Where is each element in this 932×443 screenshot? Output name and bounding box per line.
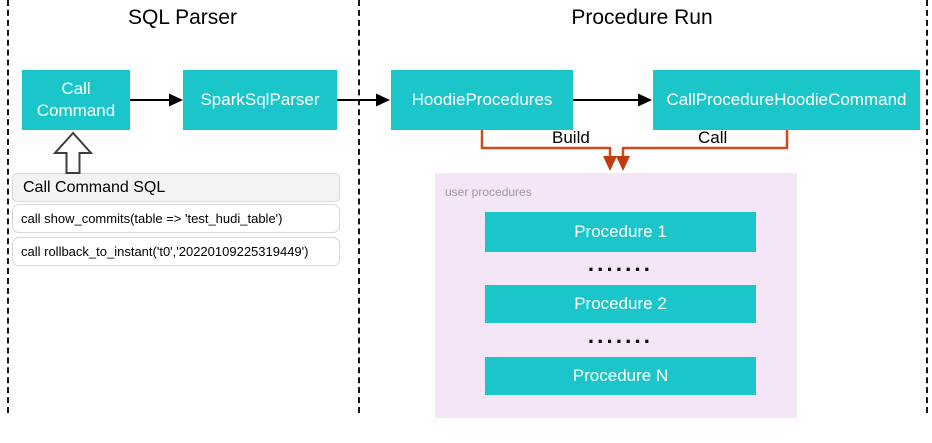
section-divider-middle xyxy=(358,0,360,413)
section-divider-right xyxy=(926,0,928,413)
ellipsis-dots: ······· xyxy=(587,257,654,282)
node-call-command: Call Command xyxy=(22,70,130,130)
user-procedures-label: user procedures xyxy=(445,185,532,199)
node-callprocedurehoodiecommand: CallProcedureHoodieCommand xyxy=(653,70,920,130)
call-arrowhead-icon xyxy=(616,156,630,171)
section-title-sql-parser: SQL Parser xyxy=(128,6,237,29)
build-connector xyxy=(480,130,617,171)
arrow-callcommand-to-sparksqlparser xyxy=(130,93,183,107)
node-sparksqlparser: SparkSqlParser xyxy=(183,70,337,130)
user-procedures-panel: user procedures Procedure 1 ······· Proc… xyxy=(435,173,797,418)
sql-example-row: call show_commits(table => 'test_hudi_ta… xyxy=(12,204,340,233)
sql-example-row: call rollback_to_instant('t0','202201092… xyxy=(12,237,340,266)
up-arrow-icon xyxy=(52,131,94,174)
ellipsis-dots: ······· xyxy=(587,329,654,354)
build-arrowhead-icon xyxy=(603,156,617,171)
edge-label-call: Call xyxy=(698,128,728,147)
arrow-hoodieprocedures-to-callprocedurehoodiecommand xyxy=(573,93,652,107)
node-hoodieprocedures: HoodieProcedures xyxy=(391,70,573,130)
section-title-procedure-run: Procedure Run xyxy=(571,6,713,29)
section-divider-left xyxy=(7,0,9,413)
node-procedure-1: Procedure 1 xyxy=(485,212,756,252)
node-procedure-2: Procedure 2 xyxy=(485,285,756,323)
sql-panel-header: Call Command SQL xyxy=(12,173,340,202)
node-procedure-n: Procedure N xyxy=(485,357,756,395)
arrow-sparksqlparser-to-hoodieprocedures xyxy=(337,93,390,107)
edge-label-build: Build xyxy=(552,128,590,147)
